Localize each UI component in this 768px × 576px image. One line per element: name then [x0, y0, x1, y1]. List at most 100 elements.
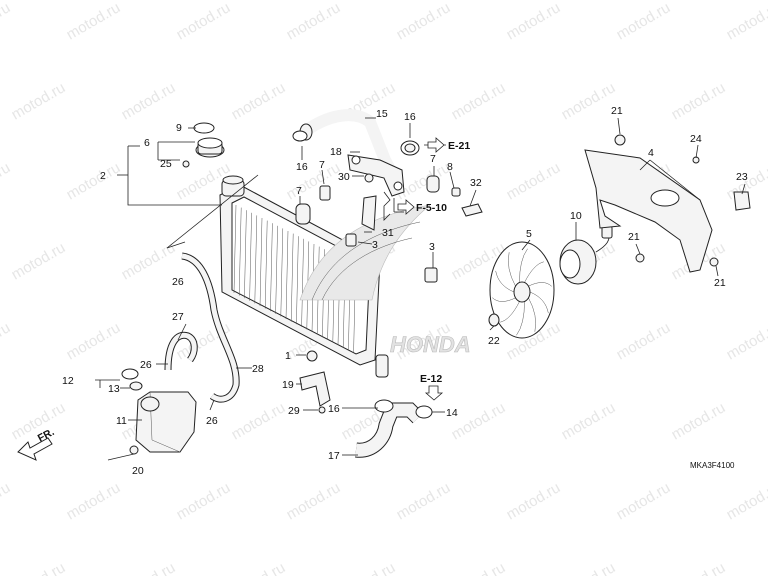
radiator-fin: [296, 236, 299, 325]
watermark-text: motod.ru: [559, 79, 619, 123]
watermark-text: motod.ru: [9, 239, 69, 283]
watermark-text: motod.ru: [669, 399, 729, 443]
callout-22: 22: [488, 335, 500, 347]
radiator-fin: [275, 225, 278, 314]
callout-5: 5: [526, 228, 532, 240]
watermark-text: motod.ru: [229, 399, 289, 443]
reference-codes: E-21 F-5-10 E-12: [416, 140, 470, 385]
radiator-fin: [290, 233, 294, 322]
callout-16b: 16: [296, 161, 308, 173]
callout-7b: 7: [319, 159, 325, 171]
watermark-text: motod.ru: [449, 399, 509, 443]
fan-blade: [528, 297, 536, 332]
fan-blade: [495, 270, 515, 293]
callout-21c: 21: [714, 277, 726, 289]
callout-2: 2: [100, 170, 106, 182]
fan-blade: [516, 301, 525, 336]
radiator-fin: [280, 228, 284, 317]
watermark-text: motod.ru: [9, 79, 69, 123]
watermark-text: motod.ru: [614, 0, 674, 43]
cooling-fan: [488, 241, 555, 339]
watermark-text: motod.ru: [504, 159, 564, 203]
watermark-text: motod.ru: [724, 0, 768, 43]
watermark-text: motod.ru: [284, 0, 344, 43]
watermark-text: motod.ru: [174, 0, 234, 43]
radiator-fin: [301, 238, 304, 327]
fan-shroud: [584, 134, 751, 273]
watermark-text: motod.ru: [0, 479, 13, 523]
watermark-text: motod.ru: [119, 559, 179, 576]
watermark-text: motod.ru: [119, 79, 179, 123]
radiator-cap: [182, 122, 225, 168]
watermark-text: motod.ru: [284, 159, 344, 203]
watermark-text: motod.ru: [0, 159, 13, 203]
callout-24: 24: [690, 133, 702, 145]
grommets: [295, 175, 440, 225]
callout-6: 6: [144, 137, 150, 149]
watermark-text: motod.ru: [0, 319, 13, 363]
callout-21b: 21: [628, 231, 640, 243]
radiator-fin: [233, 204, 237, 294]
watermark-text: motod.ru: [9, 559, 69, 576]
callout-27: 27: [172, 311, 184, 323]
watermark-text: motod.ru: [559, 399, 619, 443]
callout-26a: 26: [172, 276, 184, 288]
diagram-code: MKA3F4100: [690, 461, 735, 470]
fan-motor: [559, 225, 613, 285]
watermark-text: motod.ru: [559, 559, 619, 576]
callout-7c: 7: [296, 185, 302, 197]
reserve-tank: [121, 368, 197, 455]
watermark-text: motod.ru: [0, 0, 13, 43]
callout-8: 8: [447, 161, 453, 173]
watermark-text: motod.ru: [614, 479, 674, 523]
watermark-text: motod.ru: [449, 79, 509, 123]
watermark-text: motod.ru: [64, 319, 124, 363]
watermark-text: motod.ru: [229, 79, 289, 123]
watermark-text: motod.ru: [504, 479, 564, 523]
watermark-text: motod.ru: [64, 0, 124, 43]
radiator-fin: [249, 212, 252, 301]
callout-29: 29: [288, 405, 300, 417]
fan-blade: [500, 301, 520, 323]
watermark-text: motod.ru: [669, 79, 729, 123]
watermark-text: motod.ru: [394, 479, 454, 523]
watermark-text: motod.ru: [724, 479, 768, 523]
front-direction-indicator: FR.: [17, 426, 56, 461]
watermark-text: motod.ru: [449, 559, 509, 576]
radiator-fin: [285, 230, 289, 320]
callout-1: 1: [285, 350, 291, 362]
watermark-text: motod.ru: [339, 559, 399, 576]
overflow-hose: [164, 331, 198, 371]
callout-23: 23: [736, 171, 748, 183]
reference-bracket: [383, 191, 415, 221]
honda-logo-text: HONDA: [390, 332, 471, 357]
hose-clamp-top: [292, 130, 420, 156]
reference-arrows: [424, 137, 445, 401]
reference-f510: F-5-10: [416, 202, 447, 214]
callout-14: 14: [446, 407, 458, 419]
thermostat-housing: [347, 154, 405, 197]
callout-10: 10: [570, 210, 582, 222]
callout-16a: 16: [404, 111, 416, 123]
small-fasteners: [345, 173, 483, 283]
callout-16c: 16: [328, 403, 340, 415]
watermark-text: motod.ru: [284, 479, 344, 523]
callout-11: 11: [116, 415, 127, 427]
callout-25: 25: [160, 158, 172, 170]
fan-blade: [528, 282, 552, 287]
watermark-text: motod.ru: [504, 0, 564, 43]
callout-18: 18: [330, 146, 342, 158]
callout-7a: 7: [430, 153, 436, 165]
callout-17: 17: [328, 450, 340, 462]
callout-32: 32: [470, 177, 482, 189]
leader-lines: [95, 117, 746, 461]
callout-3b: 3: [429, 241, 435, 253]
callout-21a: 21: [611, 105, 623, 117]
fan-blade: [524, 261, 544, 283]
reference-e12: E-12: [420, 373, 442, 385]
reference-e21: E-21: [448, 140, 470, 152]
callout-4: 4: [648, 147, 654, 159]
watermark-text: motod.ru: [724, 319, 768, 363]
